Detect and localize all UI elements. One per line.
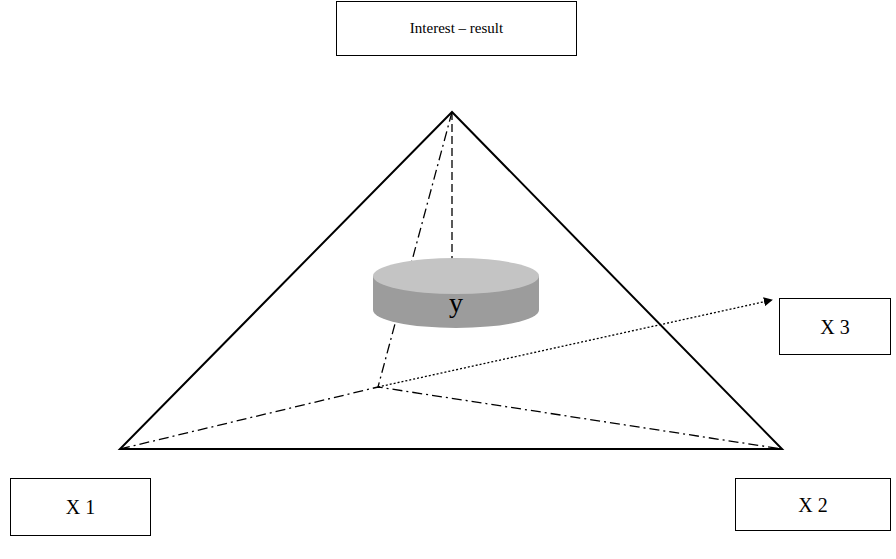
box-label: Interest – result (410, 20, 503, 37)
pyramid-outline (120, 112, 782, 449)
result-box: Interest – result (336, 1, 577, 56)
box-label: X 2 (798, 494, 827, 516)
axis-line (451, 112, 452, 262)
box-label: X 3 (820, 316, 849, 338)
disk-node: y (372, 256, 540, 330)
factor-box: X 1 (10, 478, 151, 536)
disk-label: y (449, 288, 463, 319)
factor-box: X 3 (779, 298, 891, 355)
box-label: X 1 (66, 496, 95, 518)
factor-box: X 2 (735, 478, 891, 531)
hidden-edge (120, 387, 782, 449)
hidden-edge (378, 112, 452, 387)
